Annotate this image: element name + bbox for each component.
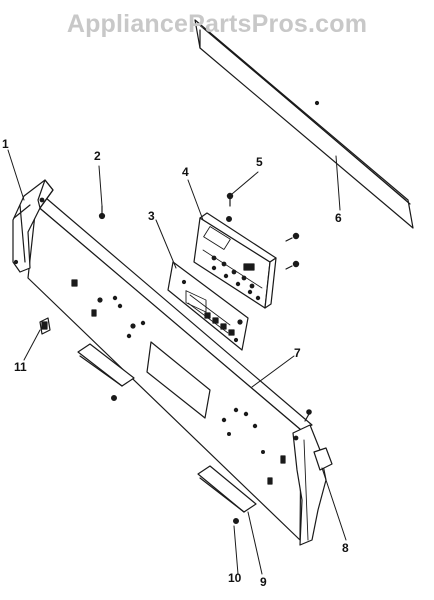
leader-line-1	[7, 149, 25, 201]
part-7-control-panel	[27, 197, 313, 541]
leader-line-6	[335, 155, 341, 211]
part-1-left-end-cap	[12, 179, 54, 273]
leader-line-11	[23, 329, 41, 361]
callout-6: 6	[335, 211, 342, 225]
callout-1: 1	[2, 137, 9, 151]
watermark: AppliancePartsPros.com	[66, 10, 368, 38]
part-5-screws	[226, 192, 300, 270]
leader-line-2	[98, 165, 103, 207]
part-8-right-end-cap	[292, 409, 333, 546]
callout-5: 5	[256, 155, 263, 169]
leader-line-7	[251, 355, 295, 388]
leader-line-10	[233, 525, 239, 575]
callout-4: 4	[182, 165, 189, 179]
part-9-panel-piece-lower	[197, 465, 257, 524]
part-2-screw	[98, 205, 106, 220]
callout-7: 7	[294, 346, 301, 360]
leader-line-3	[155, 219, 177, 269]
leader-line-9	[247, 511, 263, 575]
callout-8: 8	[342, 541, 349, 555]
callout-3: 3	[148, 209, 155, 223]
part-9-panel-piece-upper	[77, 343, 135, 402]
callout-2: 2	[94, 149, 101, 163]
callout-10: 10	[228, 571, 242, 585]
part-4-control-board	[193, 212, 277, 309]
part-6-trim-bar	[194, 19, 414, 229]
leader-line-8	[321, 467, 347, 541]
callout-11: 11	[14, 360, 27, 374]
part-3-overlay-plate	[167, 261, 249, 351]
callout-9: 9	[260, 575, 267, 589]
part-11-clip	[39, 317, 51, 335]
leader-line-5	[231, 171, 259, 195]
leader-line-4	[187, 179, 204, 221]
